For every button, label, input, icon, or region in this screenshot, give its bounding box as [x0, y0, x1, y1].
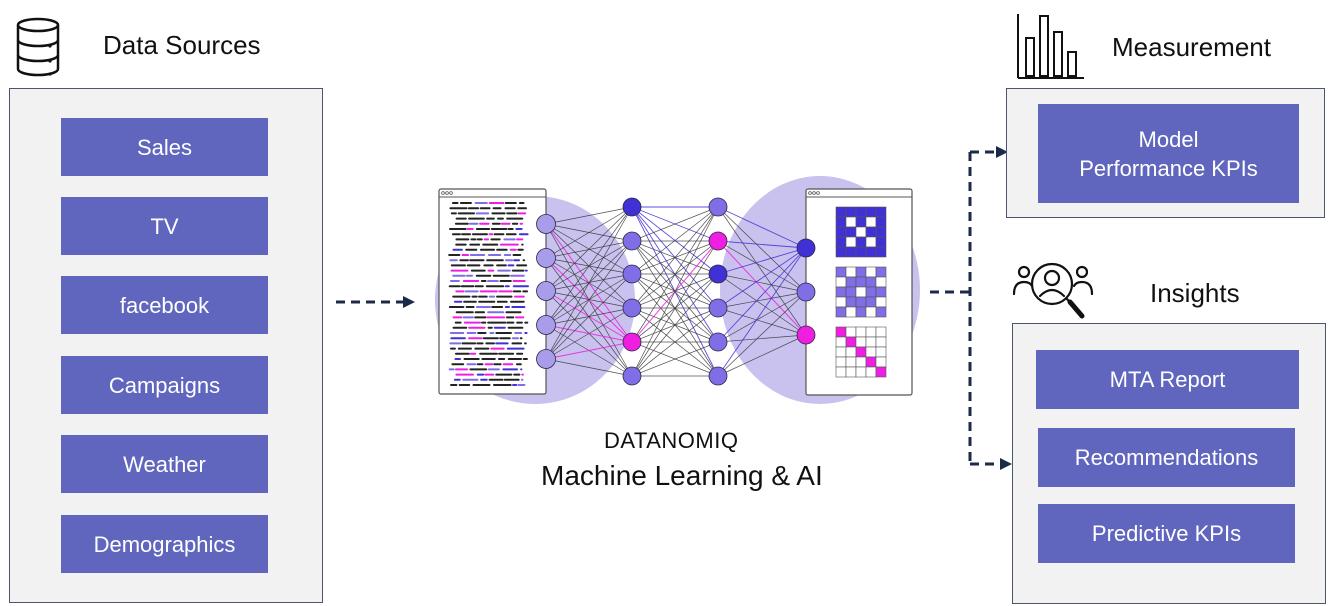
network-node — [622, 298, 642, 318]
network-node — [708, 366, 728, 386]
datanomiq-logo: DATANOMIQ — [604, 428, 739, 453]
network-node — [708, 231, 728, 251]
data-source-box: Weather — [61, 435, 268, 493]
network-node — [536, 281, 556, 301]
network-node — [536, 248, 556, 268]
output-window — [805, 188, 913, 396]
measurement-title: Measurement — [1112, 32, 1271, 62]
network-node — [622, 264, 642, 284]
network-node — [708, 264, 728, 284]
network-node — [622, 332, 642, 352]
network-node — [622, 366, 642, 386]
bar-chart-icon — [1016, 12, 1086, 80]
network-node — [796, 238, 816, 258]
insight-box: Predictive KPIs — [1038, 504, 1295, 563]
data-source-box: Sales — [61, 118, 268, 176]
network-node — [708, 197, 728, 217]
measurement-box: Model Performance KPIs — [1038, 104, 1299, 203]
input-document — [438, 188, 547, 395]
network-node — [622, 231, 642, 251]
database-icon — [14, 16, 62, 78]
people-search-icon — [1010, 258, 1096, 322]
network-node — [796, 282, 816, 302]
network-node — [708, 298, 728, 318]
insight-box: MTA Report — [1036, 350, 1299, 409]
insight-box: Recommendations — [1038, 428, 1295, 487]
insights-title: Insights — [1150, 278, 1240, 308]
data-source-box: facebook — [61, 276, 268, 334]
network-node — [622, 197, 642, 217]
data-source-box: TV — [61, 197, 268, 255]
ml-subtitle: Machine Learning & AI — [541, 460, 823, 491]
data-sources-title: Data Sources — [103, 30, 261, 60]
network-node — [536, 214, 556, 234]
data-source-box: Campaigns — [61, 356, 268, 414]
data-source-box: Demographics — [61, 515, 268, 573]
network-node — [536, 349, 556, 369]
network-node — [796, 325, 816, 345]
network-node — [708, 332, 728, 352]
network-node — [536, 315, 556, 335]
